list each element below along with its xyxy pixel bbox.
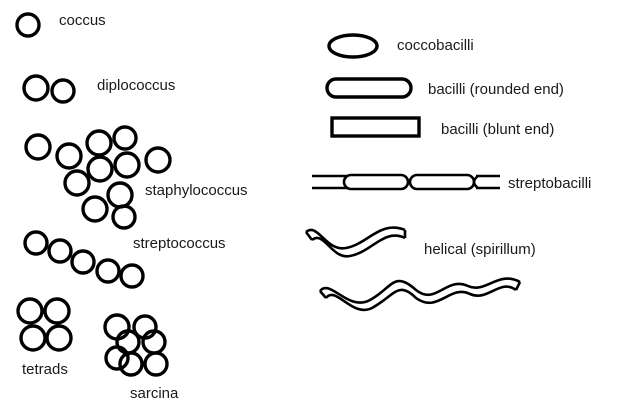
label-sarcina: sarcina xyxy=(130,386,178,401)
spirillum-upper-shape xyxy=(306,228,405,257)
coccus-shape xyxy=(17,14,39,36)
label-helical: helical (spirillum) xyxy=(424,242,536,257)
bacilli-blunt-shape xyxy=(332,118,419,136)
label-tetrads: tetrads xyxy=(22,362,68,377)
label-streptococcus: streptococcus xyxy=(133,236,226,251)
label-coccus: coccus xyxy=(59,13,106,28)
diplococcus-shape xyxy=(24,76,74,102)
label-streptobacilli: streptobacilli xyxy=(508,176,591,191)
streptococcus-shape xyxy=(25,232,143,287)
tetrads-shape xyxy=(18,299,71,350)
coccobacilli-shape xyxy=(329,35,377,57)
sarcina-shape xyxy=(105,315,167,375)
label-diplococcus: diplococcus xyxy=(97,78,175,93)
label-coccobacilli: coccobacilli xyxy=(397,38,474,53)
bacilli-rounded-shape xyxy=(327,79,411,97)
spirillum-lower-shape xyxy=(320,279,520,310)
streptobacilli-shape xyxy=(312,175,500,189)
label-bacilli-rounded: bacilli (rounded end) xyxy=(428,82,564,97)
label-bacilli-blunt: bacilli (blunt end) xyxy=(441,122,554,137)
staphylococcus-shape xyxy=(26,127,170,228)
label-staphylococcus: staphylococcus xyxy=(145,183,248,198)
